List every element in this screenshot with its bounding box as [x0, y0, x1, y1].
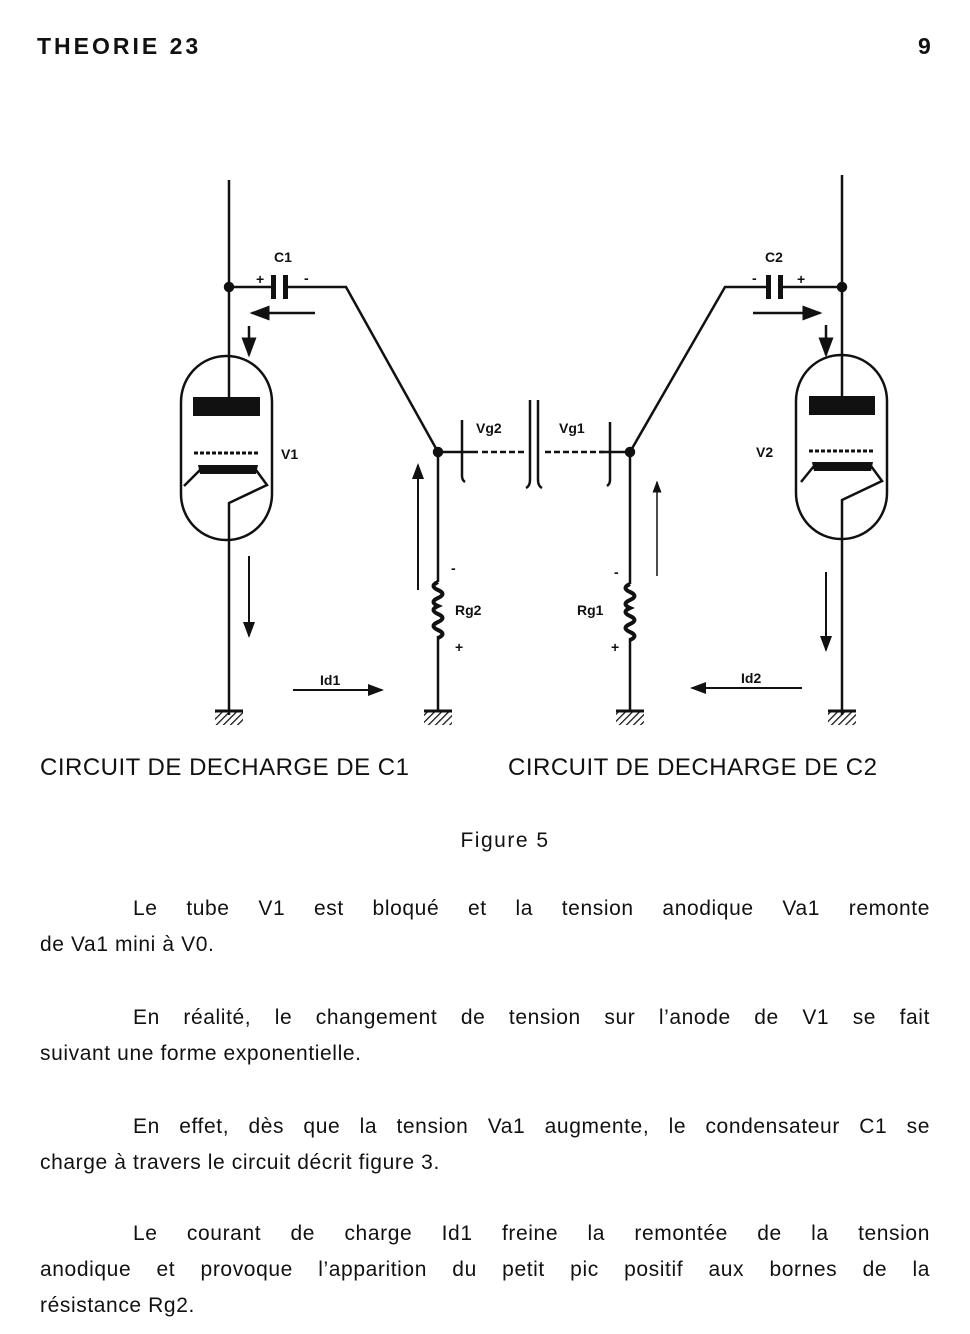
tube-v2	[794, 175, 889, 715]
ground-icon	[215, 711, 243, 725]
ground-icon	[424, 711, 452, 725]
polarity-minus: -	[304, 270, 309, 286]
polarity-minus: -	[451, 560, 456, 576]
label-rg2: Rg2	[455, 602, 482, 618]
paragraph-line: résistance Rg2.	[40, 1294, 195, 1317]
polarity-minus: -	[614, 564, 619, 580]
running-header-title: THEORIE 23	[37, 33, 202, 59]
plate-vg2	[460, 420, 466, 484]
ground-icon	[828, 711, 856, 725]
paragraph-line: En réalité, le changement de tension sur…	[133, 1006, 930, 1029]
paragraph-line: anodique et provoque l’apparition du pet…	[40, 1258, 930, 1281]
page-number: 9	[918, 33, 934, 59]
polarity-plus: +	[611, 639, 619, 655]
label-v2: V2	[756, 444, 773, 460]
label-c2: C2	[765, 249, 783, 265]
tube-v1	[179, 180, 274, 715]
paragraph-line: de Va1 mini à V0.	[40, 933, 215, 956]
label-c1: C1	[274, 249, 292, 265]
ground-icon	[616, 711, 644, 725]
label-rg1: Rg1	[577, 602, 604, 618]
label-vg2: Vg2	[476, 420, 502, 436]
polarity-plus: +	[256, 271, 264, 287]
anode-v1	[193, 397, 260, 416]
paragraph-line: suivant une forme exponentielle.	[40, 1042, 362, 1065]
coupling-symbol	[525, 400, 543, 490]
capacitor-c2	[628, 275, 842, 453]
paragraph-line: Le courant de charge Id1 freine la remon…	[133, 1222, 930, 1245]
resistor-rg1	[623, 452, 637, 712]
resistor-rg2	[431, 452, 445, 712]
label-vg1: Vg1	[559, 420, 585, 436]
plate-vg1	[606, 422, 612, 488]
paragraph-line: charge à travers le circuit décrit figur…	[40, 1151, 440, 1174]
caption-left: CIRCUIT DE DECHARGE DE C1	[40, 754, 410, 781]
label-v1: V1	[281, 446, 298, 462]
polarity-minus: -	[752, 270, 757, 286]
cathode-v1	[198, 465, 258, 474]
figure-title: Figure 5	[460, 829, 550, 852]
paragraph-line: En effet, dès que la tension Va1 augment…	[133, 1115, 930, 1138]
label-id1: Id1	[320, 672, 340, 688]
paragraph-line: Le tube V1 est bloqué et la tension anod…	[133, 897, 930, 920]
caption-right: CIRCUIT DE DECHARGE DE C2	[508, 754, 878, 781]
polarity-plus: +	[455, 639, 463, 655]
polarity-plus: +	[797, 271, 805, 287]
label-id2: Id2	[741, 670, 761, 686]
capacitor-c1	[271, 275, 440, 453]
